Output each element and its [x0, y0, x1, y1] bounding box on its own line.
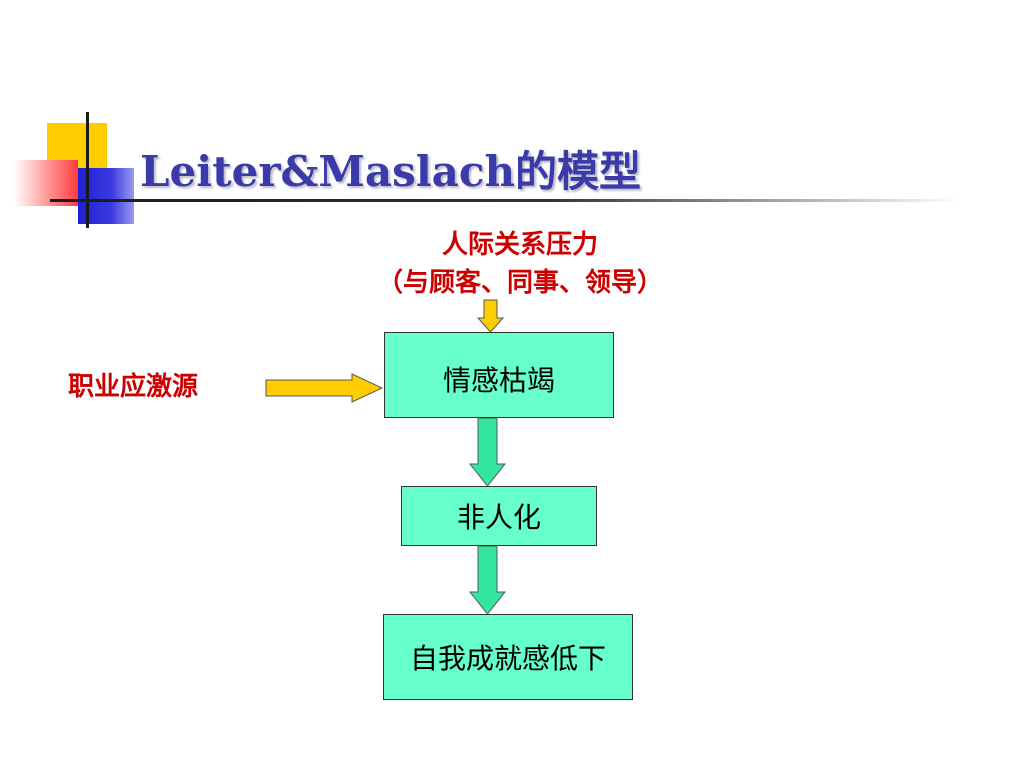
top-label-line2: （与顾客、同事、领导）: [376, 268, 663, 298]
title-underline: [50, 199, 960, 202]
top-label-line1: 人际关系压力: [441, 230, 598, 260]
slide-title: Leiter&Maslach的模型: [140, 147, 642, 196]
node-reduced-accomplishment: 自我成就感低下: [383, 614, 633, 700]
left-right-arrow: [265, 373, 384, 403]
arrow-depersonalization-to-accomplishment: [468, 545, 507, 615]
interpersonal-pressure-label: 人际关系压力 （与顾客、同事、领导）: [340, 226, 700, 302]
arrow-exhaustion-to-depersonalization: [468, 417, 507, 487]
node-depersonalization: 非人化: [401, 486, 597, 546]
occupational-stressor-label: 职业应激源: [68, 372, 199, 402]
decor-red-square: [14, 160, 78, 206]
decor-vertical-line: [86, 112, 89, 228]
top-down-arrow: [476, 299, 505, 333]
node-emotional-exhaustion: 情感枯竭: [384, 332, 614, 418]
